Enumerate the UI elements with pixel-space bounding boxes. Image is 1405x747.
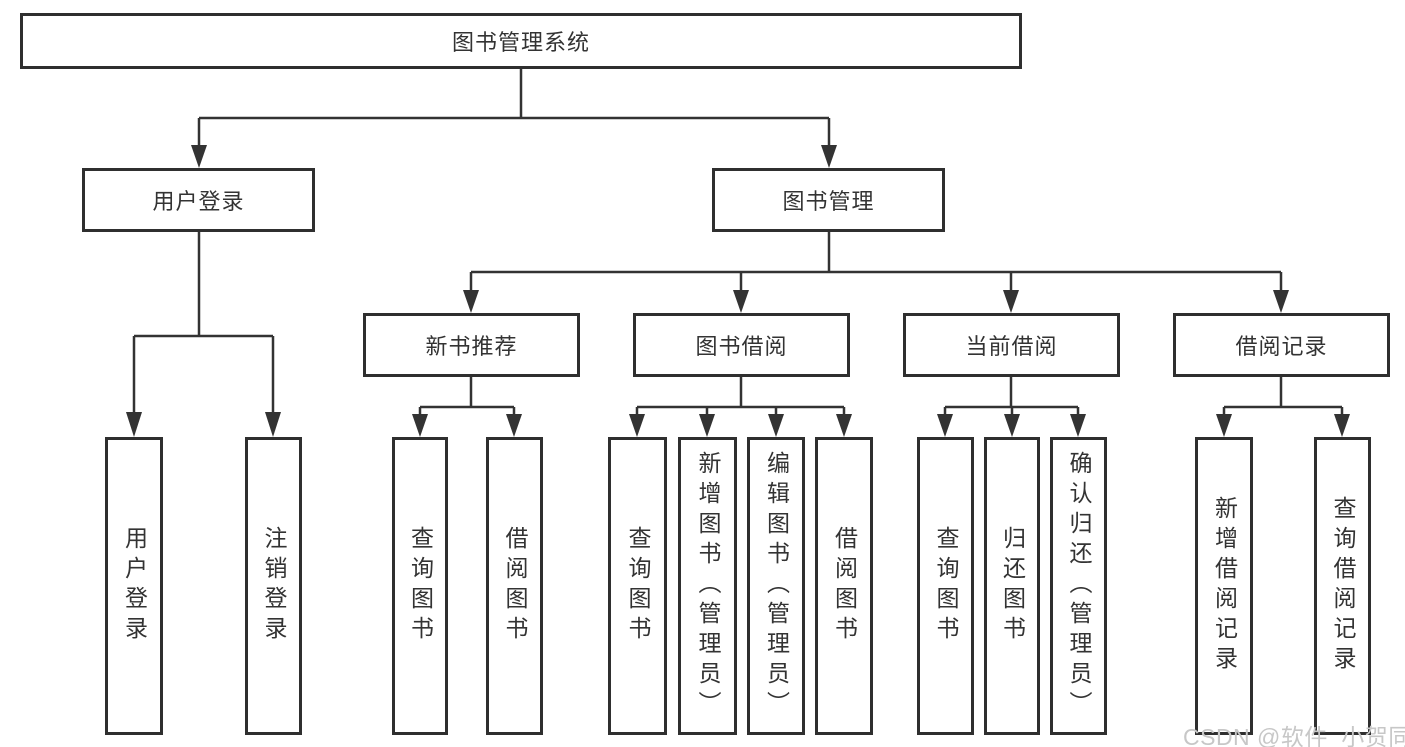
leaf-user-login-label: 用户登录 <box>121 526 148 646</box>
leaf-borrowing-borrow-books: 借阅图书 <box>815 437 873 735</box>
leaf-add-books-admin-label: 新增图书（管理员） <box>695 451 721 721</box>
leaf-query-borrow-record: 查询借阅记录 <box>1314 437 1371 735</box>
leaf-borrowing-borrow-books-label: 借阅图书 <box>831 526 858 646</box>
arrowheads <box>126 145 1350 437</box>
node-borrowing-records: 借阅记录 <box>1173 313 1390 377</box>
leaf-user-login: 用户登录 <box>105 437 163 735</box>
leaf-newbook-borrow-books: 借阅图书 <box>486 437 543 735</box>
leaf-borrowing-query-books: 查询图书 <box>608 437 667 735</box>
leaf-current-query-books-label: 查询图书 <box>933 526 959 646</box>
leaf-confirm-return-admin-label: 确认归还（管理员） <box>1066 451 1092 721</box>
leaf-add-borrow-record-label: 新增借阅记录 <box>1211 496 1238 676</box>
leaf-borrowing-query-books-label: 查询图书 <box>625 526 651 646</box>
leaf-return-books-label: 归还图书 <box>999 526 1026 646</box>
node-new-book-recommendation: 新书推荐 <box>363 313 580 377</box>
node-book-borrowing-label: 图书借阅 <box>695 334 788 359</box>
leaf-logout-login: 注销登录 <box>245 437 302 735</box>
leaf-return-books: 归还图书 <box>984 437 1040 735</box>
leaf-edit-books-admin: 编辑图书（管理员） <box>747 437 805 735</box>
leaf-current-query-books: 查询图书 <box>917 437 974 735</box>
leaf-add-borrow-record: 新增借阅记录 <box>1195 437 1253 735</box>
node-user-login-label: 用户登录 <box>152 189 245 214</box>
node-current-borrowing: 当前借阅 <box>903 313 1120 377</box>
leaf-newbook-query-books: 查询图书 <box>392 437 448 735</box>
node-root-label: 图书管理系统 <box>451 30 590 55</box>
node-root: 图书管理系统 <box>20 13 1022 69</box>
node-book-management-label: 图书管理 <box>782 189 875 214</box>
node-book-management: 图书管理 <box>712 168 945 232</box>
leaf-newbook-borrow-books-label: 借阅图书 <box>502 526 528 646</box>
leaf-add-books-admin: 新增图书（管理员） <box>678 437 737 735</box>
leaf-newbook-query-books-label: 查询图书 <box>407 526 434 646</box>
node-current-borrowing-label: 当前借阅 <box>965 334 1058 359</box>
node-book-borrowing: 图书借阅 <box>633 313 850 377</box>
leaf-query-borrow-record-label: 查询借阅记录 <box>1330 496 1356 676</box>
node-new-book-recommendation-label: 新书推荐 <box>425 334 518 359</box>
leaf-edit-books-admin-label: 编辑图书（管理员） <box>763 451 790 721</box>
leaf-logout-login-label: 注销登录 <box>261 526 287 646</box>
csdn-watermark: CSDN @软件_小贺同学 <box>1183 724 1405 747</box>
node-borrowing-records-label: 借阅记录 <box>1235 334 1328 359</box>
node-user-login: 用户登录 <box>82 168 315 232</box>
leaf-confirm-return-admin: 确认归还（管理员） <box>1050 437 1107 735</box>
